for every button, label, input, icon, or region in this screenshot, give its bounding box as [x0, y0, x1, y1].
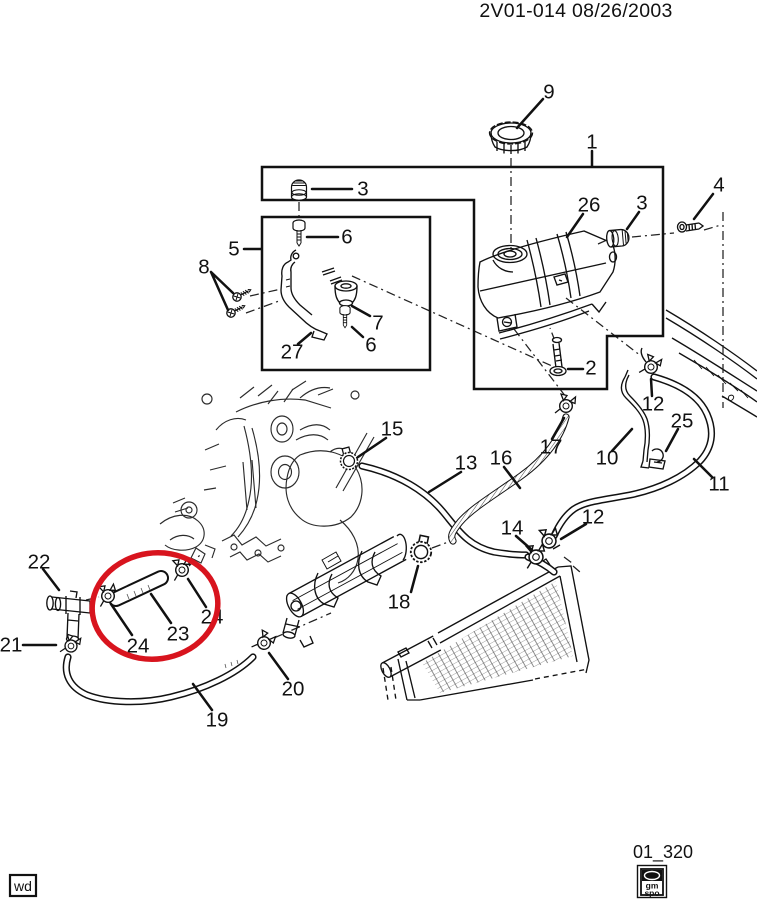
bracket-10 — [620, 369, 651, 469]
reservoir-cap — [488, 121, 534, 154]
callout-1: 1 — [586, 131, 597, 154]
hose-13 — [358, 462, 530, 559]
clamp-20 — [250, 627, 277, 653]
bolt-2 — [549, 336, 567, 377]
callout-20: 20 — [282, 678, 305, 701]
callout-23: 23 — [167, 623, 190, 646]
hose-16 — [448, 413, 570, 545]
highlight-circle — [89, 550, 221, 662]
callout-7: 7 — [372, 312, 383, 335]
coolant-reservoir — [477, 230, 618, 340]
radiator — [380, 544, 590, 701]
logo-line1: gm — [646, 881, 659, 891]
callout-14: 14 — [501, 517, 524, 540]
logo-line2: spo — [644, 888, 659, 898]
bracket-inset-box-5 — [260, 215, 432, 372]
engine-sketch — [159, 380, 375, 584]
callout-4: 4 — [713, 174, 724, 197]
callout-12-upper: 12 — [642, 393, 665, 416]
sheet-code: 01_320 — [633, 842, 693, 863]
callout-2: 2 — [585, 357, 596, 380]
callout-5: 5 — [228, 238, 239, 261]
hose-11 — [550, 347, 716, 540]
callout-27: 27 — [281, 341, 304, 364]
wd-corner-mark: wd — [8, 873, 38, 898]
assembly-box-1 — [260, 165, 665, 391]
callout-16: 16 — [490, 447, 513, 470]
bushing-7 — [334, 280, 358, 307]
callout-3-right: 3 — [636, 192, 647, 215]
callout-22: 22 — [28, 551, 51, 574]
callout-6-upper: 6 — [341, 226, 352, 249]
callout-18: 18 — [388, 591, 411, 614]
hose-23 — [108, 570, 169, 607]
callout-21: 21 — [0, 634, 22, 657]
callout-13: 13 — [455, 452, 478, 475]
callout-9: 9 — [543, 81, 554, 104]
radiator-core — [422, 581, 573, 693]
gm-spo-logo: gm spo — [636, 864, 668, 899]
grommet-3-right — [605, 228, 631, 248]
callout-leaders — [21, 97, 715, 712]
callout-10: 10 — [596, 447, 619, 470]
callout-25: 25 — [671, 410, 694, 433]
bolt-6-lower — [339, 305, 351, 329]
callout-8: 8 — [198, 256, 209, 279]
screw-4 — [676, 221, 705, 233]
callout-19: 19 — [206, 709, 229, 732]
callout-6-lower: 6 — [365, 334, 376, 357]
clamp-17 — [554, 393, 577, 414]
callout-3-strip: 3 — [357, 178, 368, 201]
callout-12-lower: 12 — [582, 506, 605, 529]
alignment-dash-lines — [85, 158, 724, 639]
callout-24-left: 24 — [127, 635, 150, 658]
surface-marks — [321, 267, 343, 285]
screw-8a — [230, 285, 254, 304]
callout-26: 26 — [578, 194, 601, 217]
callout-15: 15 — [381, 418, 404, 441]
callout-11: 11 — [708, 473, 729, 496]
hose-19 — [62, 653, 257, 706]
bolt-6-upper — [292, 219, 306, 247]
gm-oval-icon — [643, 870, 661, 881]
drawing-title: 2V01-014 08/26/2003 — [479, 0, 672, 22]
clip-25 — [648, 448, 666, 470]
body-panel-sketch — [665, 309, 757, 418]
wd-label: wd — [13, 878, 32, 894]
heater-pipe-assembly — [282, 533, 407, 648]
grommet-3-left — [290, 179, 308, 201]
bracket-27 — [280, 249, 328, 341]
callout-17: 17 — [540, 436, 563, 459]
clamp-18 — [408, 533, 436, 565]
